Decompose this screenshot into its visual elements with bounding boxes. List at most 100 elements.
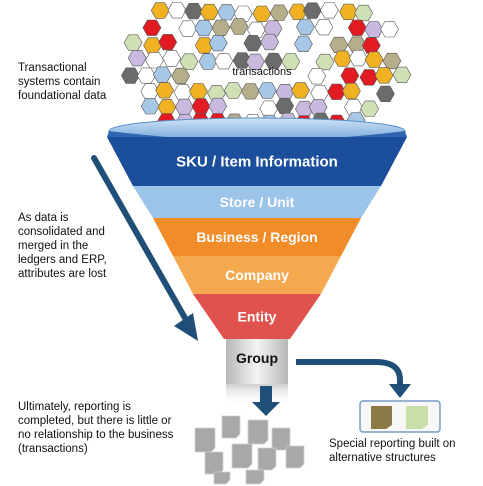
transaction-hexagon [376, 85, 395, 102]
transaction-hexagon [281, 53, 301, 70]
transaction-hexagon [269, 4, 289, 21]
output-tube [226, 339, 288, 384]
output-tube-fade [226, 384, 288, 406]
funnel-stage-2 [133, 186, 381, 218]
transaction-hexagon [359, 69, 379, 86]
transaction-hexagon [291, 82, 310, 99]
transaction-hexagon [310, 84, 330, 102]
note-foundational-data: Transactional systems contain foundation… [18, 62, 107, 102]
alternative-structures-box [359, 400, 441, 433]
transaction-hexagon [208, 35, 228, 52]
output-label-group: Group [236, 350, 278, 366]
transaction-hexagon [252, 5, 272, 22]
transaction-hexagon [150, 2, 170, 19]
transaction-hexagon [189, 83, 208, 100]
report-page [204, 451, 224, 475]
transaction-hexagon [364, 21, 384, 38]
transaction-hexagon [314, 19, 334, 36]
funnel-stage-3 [153, 218, 361, 256]
note-reporting-completed: Ultimately, reporting is completed, but … [18, 401, 174, 455]
transaction-hexagon [157, 99, 177, 116]
report-page [221, 415, 241, 439]
transaction-hexagon [199, 3, 219, 21]
report-page [247, 419, 269, 445]
funnel-stage-label: SKU / Item Information [176, 154, 338, 171]
transaction-hexagon [179, 53, 199, 70]
transaction-hexagon [127, 50, 147, 67]
alt-structure-doc-2 [406, 406, 428, 429]
transaction-hexagon [364, 51, 384, 68]
transaction-hexagon [333, 50, 353, 67]
transaction-hexagon [245, 53, 265, 70]
transaction-hexagon [374, 67, 394, 84]
transaction-hexagon [243, 35, 263, 52]
transaction-hexagon [241, 83, 260, 100]
transaction-hexagon [184, 3, 203, 20]
transaction-hexagon [191, 98, 211, 115]
transaction-hexagon [223, 82, 243, 99]
transaction-hexagon [214, 53, 234, 70]
transaction-hexagon [198, 53, 218, 70]
transaction-hexagon [315, 53, 335, 71]
funnel-stage-4 [173, 256, 341, 294]
alt-structure-doc-1 [371, 406, 392, 429]
transaction-hexagon [121, 67, 140, 84]
report-page [257, 447, 277, 471]
transaction-hexagon [173, 84, 193, 101]
transaction-hexagon [140, 98, 160, 115]
down-arrow [252, 386, 280, 416]
transaction-hexagon [229, 18, 249, 35]
funnel-stage-1 [107, 137, 407, 186]
transaction-hexagon [308, 99, 328, 116]
transaction-hexagon [194, 19, 214, 37]
transaction-hexagon [162, 50, 182, 67]
transaction-hexagon [307, 68, 327, 85]
transaction-hexagon [143, 37, 162, 54]
attribute-loss-arrow [91, 155, 198, 341]
funnel-stage-label: Company [225, 267, 289, 283]
transaction-hexagon [263, 20, 283, 37]
transaction-hexagon [361, 37, 381, 54]
transaction-hexagon [320, 2, 339, 19]
transaction-hexagon [178, 20, 198, 37]
transaction-hexagon [211, 19, 231, 36]
transaction-hexagon [294, 35, 313, 52]
transaction-hexagon [296, 18, 315, 35]
funnel-stage-label: Business / Region [196, 229, 317, 245]
transaction-hexagon [382, 52, 402, 70]
transaction-hexagon [155, 82, 174, 99]
transaction-hexagon [339, 3, 358, 20]
transaction-hexagon [380, 21, 399, 38]
transaction-hexagon [275, 84, 295, 101]
transaction-hexagon [259, 100, 279, 117]
transaction-hexagon [260, 33, 280, 51]
transaction-hexagon [145, 52, 164, 69]
transaction-hexagon [152, 66, 172, 83]
transaction-hexagon [167, 2, 187, 19]
transaction-hexagon [257, 82, 277, 99]
transaction-hexagon [232, 52, 252, 69]
transaction-hexagon [347, 19, 367, 36]
transaction-hexagon [247, 21, 266, 38]
transaction-hexagon [158, 34, 178, 51]
transaction-hexagon [137, 67, 156, 84]
transaction-hexagon [329, 36, 349, 53]
transaction-hexagon [348, 50, 368, 67]
report-page [285, 445, 305, 469]
transaction-hexagon [171, 67, 190, 85]
transactions-label: transactions [232, 66, 292, 78]
funnel-stage-label: Entity [238, 309, 277, 325]
transaction-hexagon [123, 34, 143, 51]
note-attributes-lost: As data is consolidated and merged in th… [18, 212, 107, 280]
transaction-hexagon [354, 4, 373, 22]
transaction-hexagon [217, 4, 236, 21]
transaction-hexagon [194, 37, 214, 54]
alternative-structures-arrow [296, 359, 411, 398]
transaction-hexagon [264, 52, 283, 70]
report-page [194, 427, 216, 453]
transaction-hexagon [392, 66, 412, 83]
transaction-hexagon [340, 67, 360, 84]
transaction-hexagon [360, 100, 379, 117]
